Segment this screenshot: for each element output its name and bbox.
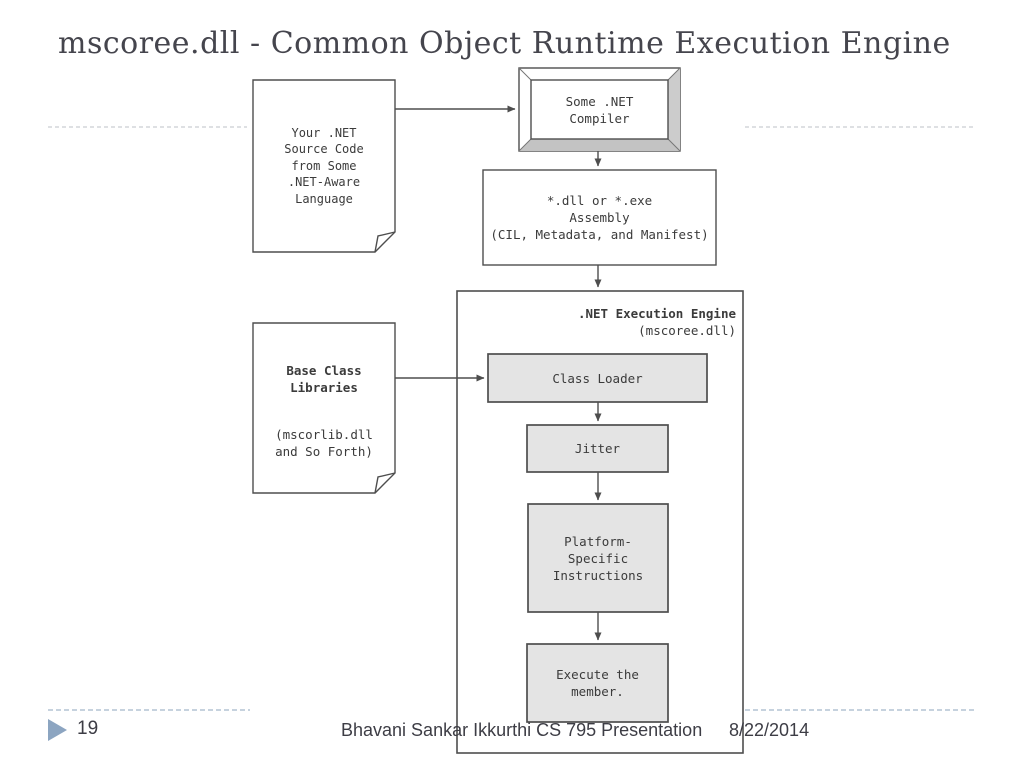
platform-label: Platform- Specific Instructions: [528, 504, 668, 612]
footer-page-marker-triangle-icon: [48, 719, 67, 741]
execute-label: Execute the member.: [527, 644, 668, 722]
assembly-label: *.dll or *.exe Assembly (CIL, Metadata, …: [483, 170, 716, 265]
bcl-doc-fold: [374, 472, 396, 494]
execute-box-shape: [526, 643, 669, 723]
execution-engine-subtitle: (mscoree.dll): [638, 323, 736, 338]
jitter-label-text: Jitter: [574, 441, 621, 456]
bcl-doc-shape: [252, 322, 396, 494]
compiler-label: Some .NET Compiler: [531, 80, 668, 139]
execution-engine-title: .NET Execution Engine: [577, 306, 736, 321]
jitter-label: Jitter: [527, 425, 668, 472]
class-loader-label: Class Loader: [488, 354, 707, 402]
compiler-label-text: Some .NET Compiler: [565, 93, 634, 126]
platform-label-text: Platform- Specific Instructions: [552, 533, 644, 583]
source-code-doc-shape: [252, 79, 396, 253]
footer-credit: Bhavani Sankar Ikkurthi CS 795 Presentat…: [341, 720, 703, 740]
footer-date: 8/22/2014: [729, 720, 810, 740]
footer-page-number: 19: [77, 718, 99, 739]
page-title: mscoree.dll - Common Object Runtime Exec…: [58, 26, 951, 61]
platform-box-shape: [527, 503, 669, 613]
source-code-doc-label-text: Your .NET Source Code from Some .NET-Awa…: [284, 125, 364, 206]
class-loader-label-text: Class Loader: [552, 370, 643, 386]
execution-engine-header: .NET Execution Engine (mscoree.dll): [483, 305, 736, 339]
execute-label-text: Execute the member.: [556, 667, 639, 699]
compiler-3d-frame: [518, 67, 681, 152]
jitter-box-shape: [526, 424, 669, 473]
assembly-label-text: *.dll or *.exe Assembly (CIL, Metadata, …: [490, 193, 709, 242]
source-code-doc-label: Your .NET Source Code from Some .NET-Awa…: [253, 80, 395, 252]
source-code-doc-fold: [374, 231, 396, 253]
bcl-title: Base Class Libraries: [286, 363, 362, 395]
bcl-subtitle: (mscorlib.dll and So Forth): [275, 427, 373, 459]
assembly-box-shape: [482, 169, 717, 266]
